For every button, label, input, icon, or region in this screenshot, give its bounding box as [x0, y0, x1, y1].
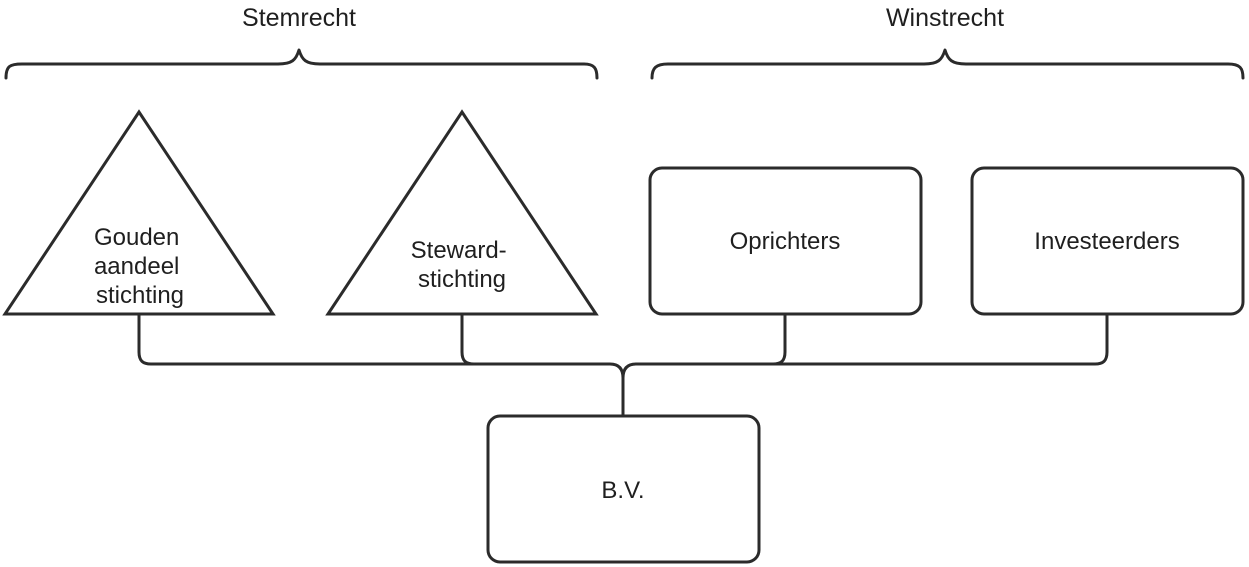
- golden-share-triangle: [2, 109, 276, 316]
- golden-share-label-line-1: Gouden: [94, 224, 179, 251]
- bv-box: [486, 414, 761, 564]
- founders-box: [648, 166, 923, 316]
- golden-share-label-line-2: aandeel: [94, 253, 179, 280]
- founders-label: Oprichters: [730, 228, 841, 255]
- golden-share-label: Gouden aandeel stichting: [94, 224, 186, 309]
- node-bv: B.V.: [486, 414, 761, 564]
- connector-investors: [621, 312, 1109, 380]
- connector-founders: [771, 312, 787, 366]
- investors-box: [970, 166, 1245, 316]
- steward-label-line-2: stichting: [418, 266, 506, 293]
- profit-rights-brace: [650, 48, 1245, 80]
- profit-rights-group-label: Winstrecht: [886, 4, 1004, 32]
- voting-rights-brace: [4, 48, 599, 80]
- bv-label: B.V.: [601, 477, 644, 504]
- connector-steward: [460, 312, 476, 366]
- steward-label-line-1: Steward-: [411, 237, 507, 264]
- investors-label: Investeerders: [1034, 228, 1179, 255]
- node-golden-share-foundation: Gouden aandeel stichting: [2, 109, 276, 316]
- steward-label: Steward- stichting: [411, 237, 514, 293]
- voting-rights-group-label: Stemrecht: [242, 4, 356, 32]
- connector-golden-share: [137, 312, 625, 380]
- steward-triangle: [325, 109, 599, 316]
- node-founders: Oprichters: [648, 166, 923, 316]
- node-investors: Investeerders: [970, 166, 1245, 316]
- node-steward-foundation: Steward- stichting: [325, 109, 599, 316]
- golden-share-label-line-3: stichting: [96, 282, 184, 309]
